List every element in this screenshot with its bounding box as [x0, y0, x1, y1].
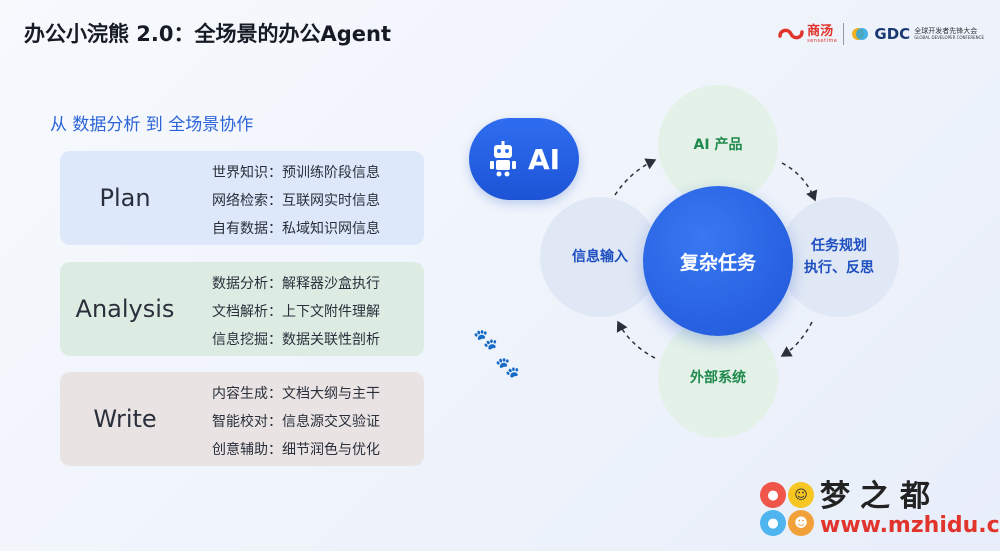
- gdc-logo: GDC 全球开发者先锋大会 GLOBAL DEVELOPER CONFERENC…: [850, 24, 984, 44]
- card-title: Analysis: [75, 295, 175, 323]
- paw-print-icon: 🐾: [473, 327, 498, 351]
- watermark-title: 梦之都: [820, 479, 940, 514]
- card-item: 自有数据：私域知识网信息: [212, 221, 380, 237]
- robot-icon: [489, 141, 516, 177]
- brand-logos: 商汤 sensetime GDC 全球开发者先锋大会 GLOBAL DEVELO…: [778, 18, 984, 50]
- card-items: 世界知识：预训练阶段信息 网络检索：互联网实时信息 自有数据：私域知识网信息: [212, 159, 380, 243]
- card-item: 网络检索：互联网实时信息: [212, 193, 380, 209]
- gdc-cn: 全球开发者先锋大会: [914, 26, 978, 35]
- gdc-text: GDC: [874, 25, 911, 43]
- card-items: 内容生成：文档大纲与主干 智能校对：信息源交叉验证 创意辅助：细节润色与优化: [212, 380, 380, 464]
- node-label: 外部系统: [690, 370, 746, 386]
- watermark: ● ☺ ● ☻ 梦之都 www.mzhidu.com: [760, 480, 1000, 538]
- node-label: 信息输入: [572, 249, 628, 265]
- card-write: Write 内容生成：文档大纲与主干 智能校对：信息源交叉验证 创意辅助：细节润…: [60, 372, 424, 466]
- center-label: 复杂任务: [679, 251, 756, 274]
- ai-label: AI: [527, 142, 561, 176]
- sensetime-swirl-icon: [778, 28, 804, 40]
- arrow-top-to-right: [781, 162, 818, 202]
- node-complex-task: 复杂任务: [643, 186, 793, 336]
- section-subtitle: 从 数据分析 到 全场景协作: [50, 115, 254, 135]
- card-plan: Plan 世界知识：预训练阶段信息 网络检索：互联网实时信息 自有数据：私域知识…: [60, 151, 424, 245]
- node-label-line: 执行、反思: [804, 260, 874, 276]
- node-label: AI 产品: [693, 137, 743, 153]
- sensetime-logo: 商汤 sensetime: [778, 25, 837, 44]
- node-external-system: 外部系统: [658, 318, 778, 438]
- card-item: 内容生成：文档大纲与主干: [212, 386, 380, 402]
- card-item: 数据分析：解释器沙盒执行: [212, 276, 380, 292]
- brand-sub: sensetime: [807, 37, 838, 44]
- node-label-line: 任务规划: [811, 238, 867, 254]
- watermark-url: www.mzhidu.com: [820, 513, 1000, 538]
- gdc-mark-icon: [852, 28, 869, 40]
- slide-title: 办公小浣熊 2.0：全场景的办公Agent: [24, 22, 392, 46]
- arrow-right-to-bottom: [780, 321, 813, 357]
- watermark-icons: ● ☺ ● ☻: [760, 482, 814, 536]
- card-item: 创意辅助：细节润色与优化: [212, 442, 380, 458]
- node-label: 任务规划 执行、反思: [804, 235, 874, 279]
- card-item: 信息挖掘：数据关联性剖析: [212, 332, 380, 348]
- brand-name: 商汤: [807, 23, 834, 39]
- card-title: Plan: [99, 184, 151, 212]
- arrow-bottom-to-left: [616, 320, 656, 359]
- ai-badge: AI: [469, 118, 579, 200]
- node-task-planning: 任务规划 执行、反思: [779, 197, 899, 317]
- brand-divider: [843, 23, 845, 45]
- node-info-input: 信息输入: [540, 197, 660, 317]
- node-ai-product: AI 产品: [658, 85, 778, 205]
- drop-icon: ●: [760, 510, 786, 536]
- card-item: 智能校对：信息源交叉验证: [212, 414, 380, 430]
- arrow-left-to-top: [614, 158, 657, 196]
- card-analysis: Analysis 数据分析：解释器沙盒执行 文档解析：上下文附件理解 信息挖掘：…: [60, 262, 424, 356]
- chat-bubble-icon: ●: [760, 482, 786, 508]
- card-items: 数据分析：解释器沙盒执行 文档解析：上下文附件理解 信息挖掘：数据关联性剖析: [212, 270, 380, 354]
- gdc-en: GLOBAL DEVELOPER CONFERENCE: [914, 35, 984, 41]
- card-item: 文档解析：上下文附件理解: [212, 304, 380, 320]
- card-item: 世界知识：预训练阶段信息: [212, 165, 380, 181]
- face-icon: ☻: [788, 510, 814, 536]
- smile-icon: ☺: [788, 482, 814, 508]
- paw-print-icon: 🐾: [495, 355, 520, 379]
- card-title: Write: [93, 405, 157, 433]
